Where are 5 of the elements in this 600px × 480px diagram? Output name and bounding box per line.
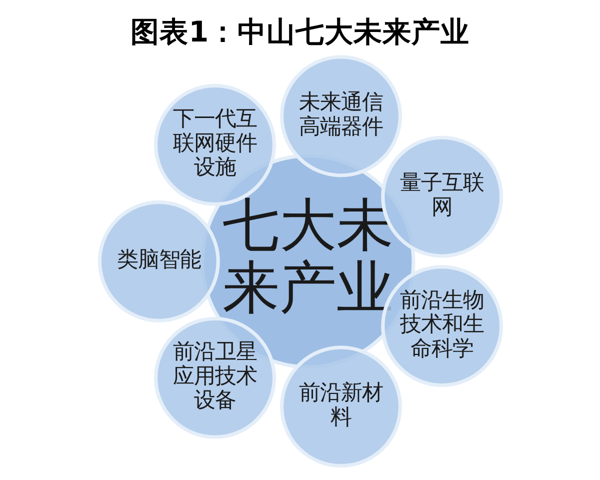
diagram-title: 图表1：中山七大未来产业 (130, 15, 470, 48)
node-circle: 类脑智能 (97, 200, 220, 322)
node-circle: 前沿卫星应用技术设备 (154, 316, 276, 439)
node-circle: 未来通信高端器件 (280, 55, 402, 178)
node-circle: 前沿新材料 (280, 346, 402, 468)
